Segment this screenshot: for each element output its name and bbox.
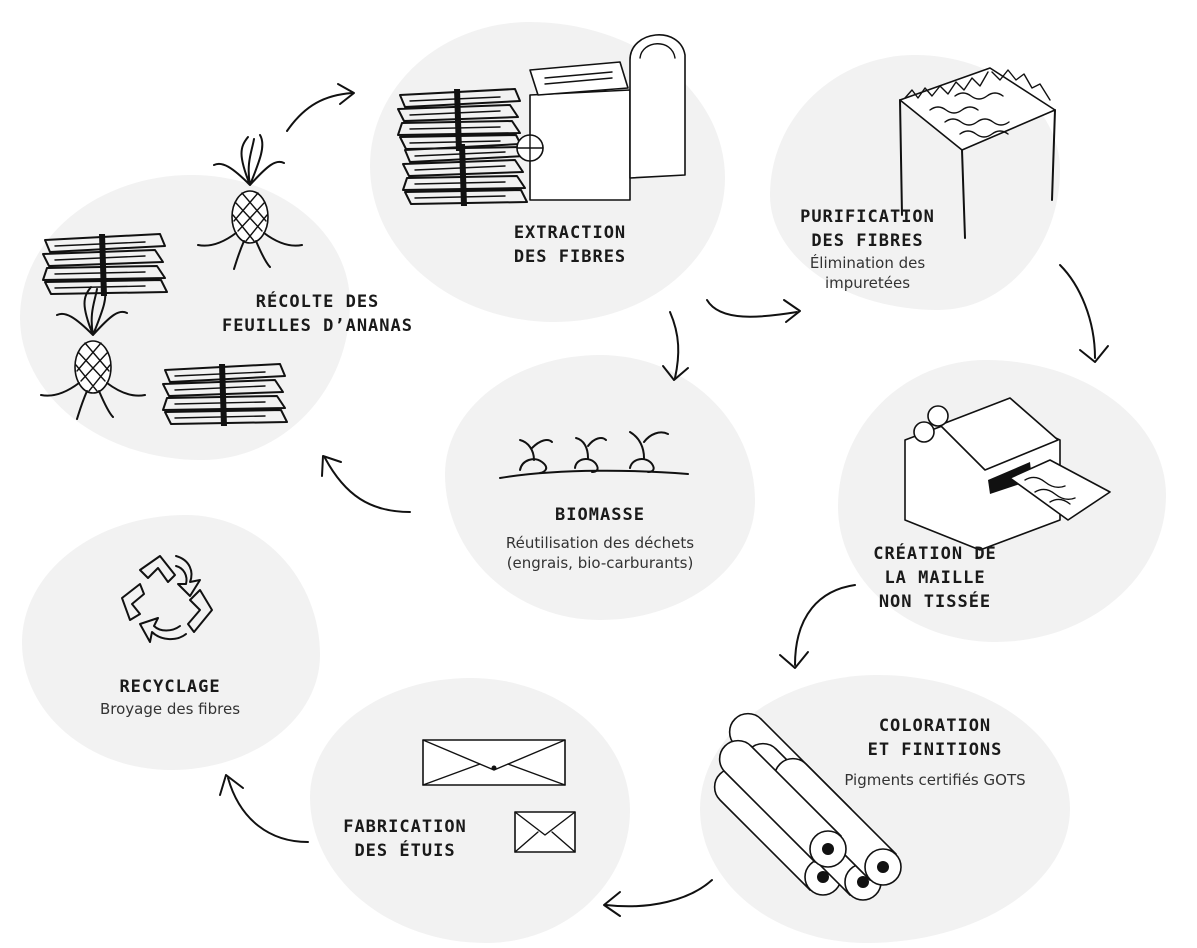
stage-recycling: RECYCLAGE Broyage des fibres [70, 675, 270, 719]
stage-title: COLORATION ET FINITIONS [867, 716, 1003, 760]
stage-subtitle: Élimination des impuretées [809, 254, 926, 292]
stage-title: RÉCOLTE DES FEUILLES D’ANANAS [222, 292, 413, 336]
stage-title: BIOMASSE [555, 505, 645, 525]
extraction-blob [370, 22, 725, 322]
stage-subtitle: Broyage des fibres [99, 700, 241, 718]
stage-cases: FABRICATION DES ÉTUIS [325, 815, 485, 863]
stage-coloring: COLORATION ET FINITIONS Pigments certifi… [820, 714, 1050, 790]
stage-nonwoven: CRÉATION DE LA MAILLE NON TISSÉE [860, 542, 1010, 614]
recycling-blob [22, 515, 320, 770]
stage-biomass: BIOMASSE Réutilisation des déchets (engr… [470, 503, 730, 573]
stage-title: FABRICATION DES ÉTUIS [343, 817, 467, 861]
stage-title: CRÉATION DE LA MAILLE NON TISSÉE [873, 544, 997, 612]
cases-blob [310, 678, 630, 943]
biomass-blob [445, 355, 755, 620]
stage-title: RECYCLAGE [119, 677, 221, 697]
stage-extraction: EXTRACTION DES FIBRES [470, 221, 670, 269]
stage-title: PURIFICATION DES FIBRES [800, 207, 935, 251]
stage-harvest: RÉCOLTE DES FEUILLES D’ANANAS [195, 290, 440, 338]
stage-purification: PURIFICATION DES FIBRES Élimination des … [775, 205, 960, 293]
stage-subtitle: Réutilisation des déchets (engrais, bio-… [505, 534, 695, 572]
stage-subtitle: Pigments certifiés GOTS [844, 771, 1026, 789]
stage-title: EXTRACTION DES FIBRES [513, 223, 627, 267]
